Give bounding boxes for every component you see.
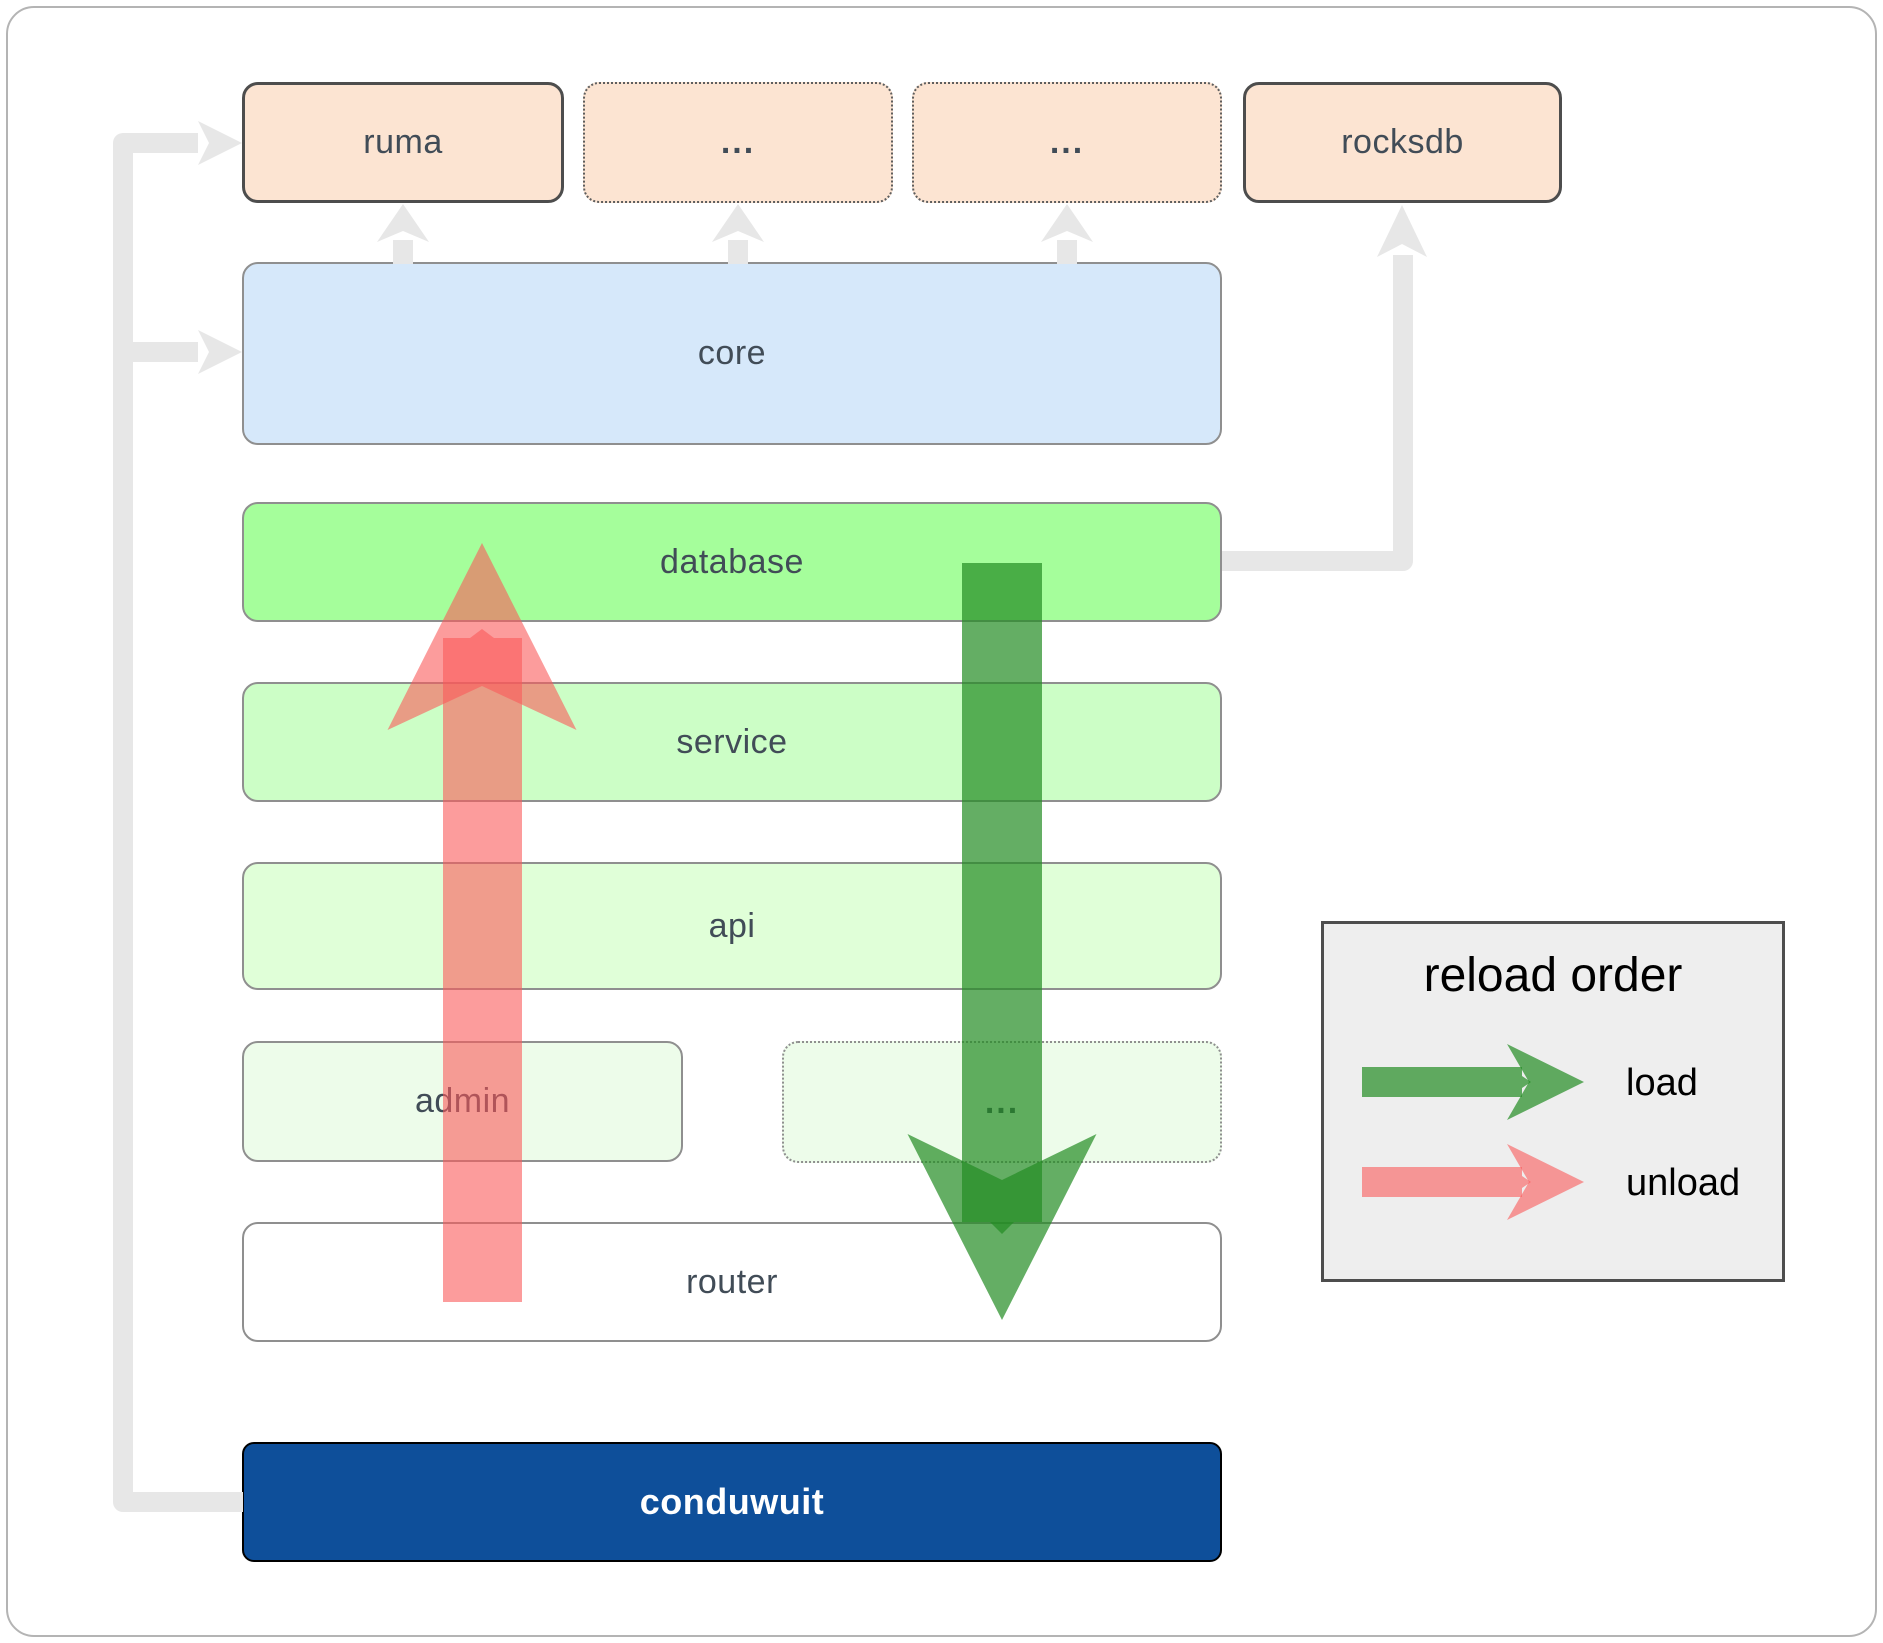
legend: reload order load unload — [1321, 921, 1785, 1282]
box-admin-etc: ... — [782, 1041, 1222, 1163]
page-border — [6, 6, 1877, 1637]
box-label: ... — [1049, 123, 1085, 161]
box-rocksdb: rocksdb — [1243, 82, 1562, 203]
box-label: rocksdb — [1341, 123, 1464, 161]
legend-title: reload order — [1423, 949, 1683, 1002]
box-etc-2: ... — [912, 82, 1222, 203]
box-label: database — [660, 542, 804, 581]
box-label: admin — [414, 1082, 511, 1120]
legend-load-label: load — [1626, 1062, 1698, 1104]
box-core: core — [242, 262, 1222, 445]
box-label: ... — [984, 1082, 1020, 1121]
box-etc-1: ... — [583, 82, 893, 203]
box-label: ruma — [363, 123, 443, 161]
box-label: ... — [720, 123, 756, 161]
box-router: router — [242, 1222, 1222, 1342]
box-database: database — [242, 502, 1222, 622]
box-service: service — [242, 682, 1222, 802]
box-label: router — [686, 1262, 778, 1301]
box-label: api — [708, 906, 756, 945]
box-label: conduwuit — [639, 1481, 825, 1522]
box-conduwuit: conduwuit — [242, 1442, 1222, 1562]
box-label: core — [697, 334, 767, 372]
box-api: api — [242, 862, 1222, 990]
legend-unload-label: unload — [1626, 1162, 1741, 1204]
box-label: service — [676, 722, 788, 761]
box-admin: admin — [242, 1041, 683, 1162]
box-ruma: ruma — [242, 82, 564, 203]
